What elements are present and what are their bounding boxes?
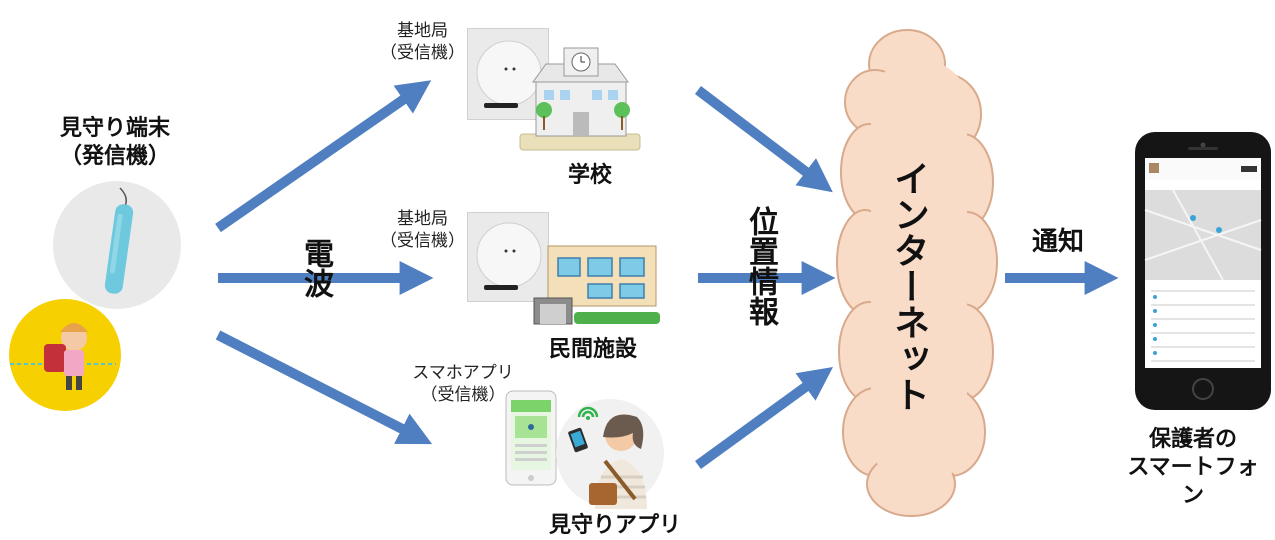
school-label: 学校: [567, 163, 612, 188]
guardian-smartphone-label: 保護者の スマートフォン: [1118, 426, 1268, 510]
smartphone-app-label: スマホアプリ （受信機）: [398, 362, 528, 406]
notify-label: 通知: [1031, 227, 1084, 257]
guardian-label-line2: スマートフォン: [1127, 455, 1259, 508]
base-station-top-line2: （受信機）: [380, 43, 465, 63]
phone-icon: [1133, 130, 1275, 414]
radio-waves-label: 電波: [298, 238, 333, 298]
facility-icon: [530, 242, 660, 327]
base-station-mid-label: 基地局 （受信機）: [375, 208, 470, 252]
smartphone-app-line1: スマホアプリ: [412, 363, 514, 383]
smartphone-app-icon: [505, 390, 557, 486]
transmitter-label-line1: 見守り端末: [59, 116, 170, 141]
cloud-icon: [835, 22, 1005, 522]
arrow-to-school: [215, 80, 432, 233]
school-icon: [518, 42, 643, 154]
facility-label: 民間施設: [548, 337, 637, 362]
transmitter-device-icon: [52, 180, 182, 310]
internet-label: インターネット: [888, 160, 929, 412]
person-icon: [555, 397, 665, 509]
base-station-top-line1: 基地局: [397, 21, 448, 41]
base-station-top-label: 基地局 （受信機）: [375, 20, 470, 64]
arrow-school-internet: [694, 86, 833, 193]
base-station-icon: [467, 28, 549, 120]
base-station-mid-line1: 基地局: [397, 209, 448, 229]
guardian-label-line1: 保護者の: [1148, 427, 1237, 452]
arrow-app-internet: [695, 367, 834, 470]
base-station-icon: [467, 212, 549, 302]
arrow-to-app: [215, 330, 433, 445]
watch-app-label: 見守りアプリ: [548, 513, 681, 538]
transmitter-label: 見守り端末 （発信機）: [40, 115, 190, 171]
child-icon: [6, 298, 124, 412]
base-station-mid-line2: （受信機）: [380, 231, 465, 251]
smartphone-app-line2: （受信機）: [420, 385, 506, 405]
transmitter-label-line2: （発信機）: [59, 144, 170, 169]
location-info-label: 位置情報: [743, 206, 778, 326]
